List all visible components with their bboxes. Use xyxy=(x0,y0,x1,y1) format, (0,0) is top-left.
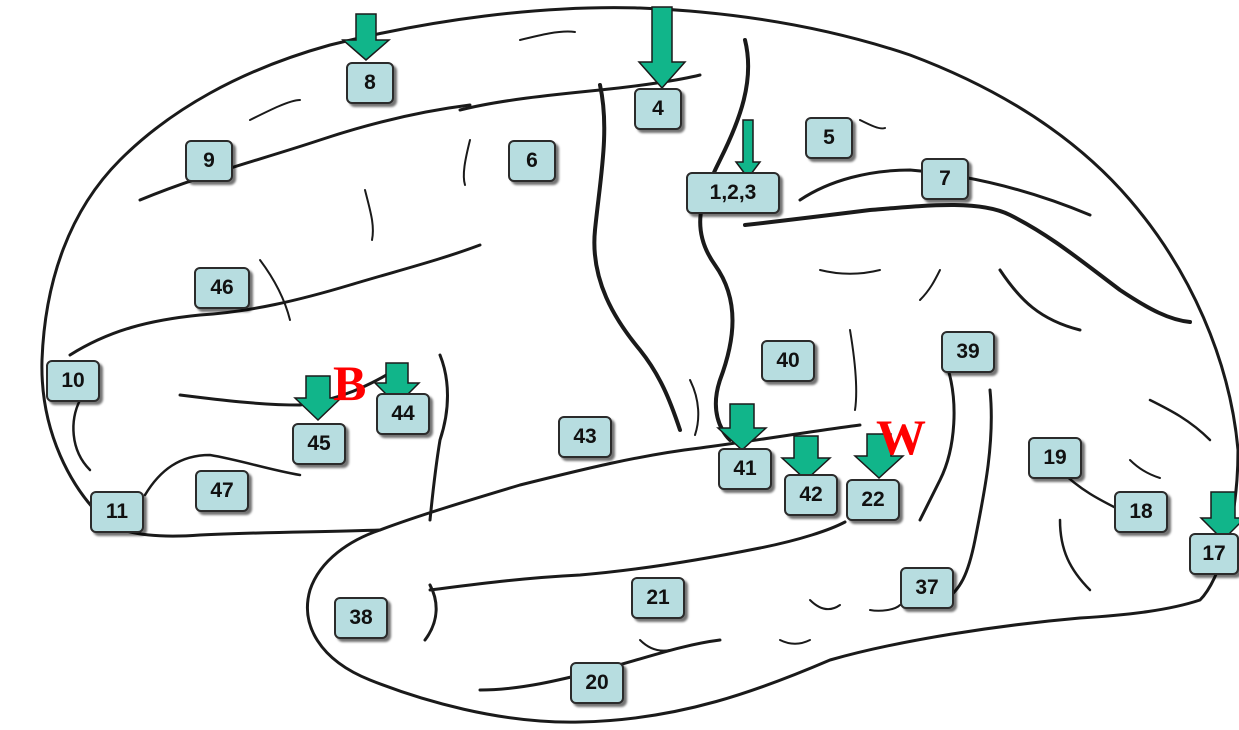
inferior-frontal-sulcus xyxy=(68,243,482,357)
region-label-43: 43 xyxy=(558,416,612,458)
region-label-17: 17 xyxy=(1189,533,1239,575)
region-label-21: 21 xyxy=(631,577,685,619)
region-label-37: 37 xyxy=(900,567,954,609)
region-label-20: 20 xyxy=(570,662,624,704)
region-label-44: 44 xyxy=(376,393,430,435)
frontal-pole-sulcus xyxy=(72,398,92,472)
region-label-39: 39 xyxy=(941,331,995,373)
arrow-4-down-icon xyxy=(637,6,687,90)
region-label-10: 10 xyxy=(46,360,100,402)
ascending-ramus xyxy=(428,353,449,522)
region-label-5: 5 xyxy=(805,117,853,159)
marker-b: B xyxy=(333,355,367,411)
horizontal-ramus xyxy=(178,368,397,407)
region-label-18: 18 xyxy=(1114,491,1168,533)
precentral-sulcus xyxy=(458,73,702,112)
arrow-41-down-icon xyxy=(716,403,768,452)
region-label-45: 45 xyxy=(292,423,346,465)
region-label-47: 47 xyxy=(195,470,249,512)
intraparietal-sulcus xyxy=(743,203,1192,324)
posterior-temporal-sulcus xyxy=(943,388,993,602)
orbital-sulcus xyxy=(143,453,302,497)
postcentral-sulcus xyxy=(698,38,751,442)
region-label-41: 41 xyxy=(718,448,772,490)
region-label-40: 40 xyxy=(761,340,815,382)
lateral-fissure xyxy=(378,423,862,532)
region-label-1-2-3: 1,2,3 xyxy=(686,172,780,214)
central-sulcus xyxy=(592,83,682,432)
region-label-38: 38 xyxy=(334,597,388,639)
region-label-7: 7 xyxy=(921,158,969,200)
region-label-6: 6 xyxy=(508,140,556,182)
arrow-1-2-3-down-icon xyxy=(734,119,762,180)
superior-parietal-sulcus xyxy=(798,168,1092,217)
angular-sulcus xyxy=(918,358,956,522)
arrow-22-down-icon xyxy=(853,433,905,480)
region-label-42: 42 xyxy=(784,474,838,516)
region-label-4: 4 xyxy=(634,88,682,130)
superior-temporal-sulcus xyxy=(428,520,847,592)
arrow-17-down-icon xyxy=(1199,491,1239,542)
region-label-19: 19 xyxy=(1028,437,1082,479)
marker-w: W xyxy=(876,409,926,465)
region-label-8: 8 xyxy=(346,62,394,104)
region-label-22: 22 xyxy=(846,479,900,521)
region-label-11: 11 xyxy=(90,491,144,533)
arrow-42-down-icon xyxy=(780,435,832,482)
arrow-8-down-icon xyxy=(340,13,392,61)
region-label-46: 46 xyxy=(194,267,250,309)
temporal-pole-sulcus xyxy=(423,583,438,642)
transverse-occipital-sulcus xyxy=(998,268,1082,332)
arrow-45-down-icon xyxy=(293,375,343,422)
occipital-sulcus-3 xyxy=(1058,518,1092,592)
occipital-sulcus-2 xyxy=(1148,398,1212,442)
region-label-9: 9 xyxy=(185,140,233,182)
arrow-group xyxy=(293,6,1239,542)
